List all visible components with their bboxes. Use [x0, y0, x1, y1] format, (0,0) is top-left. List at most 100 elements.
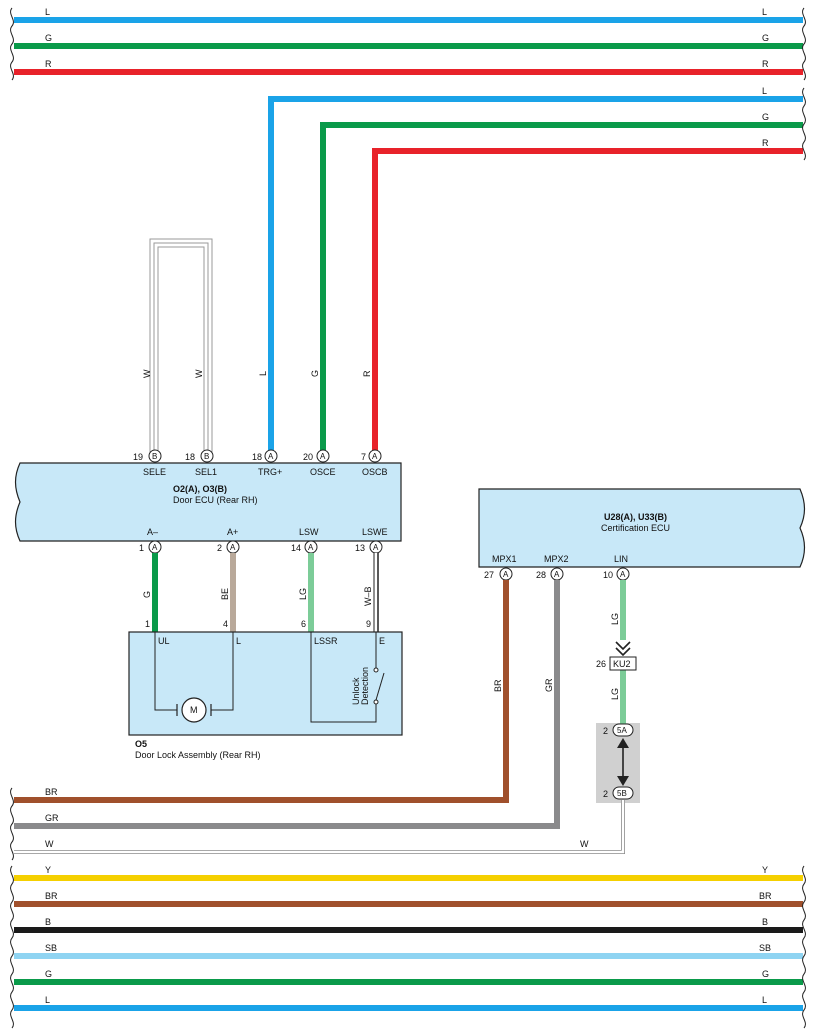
junction-bottom-label: 5B	[617, 789, 627, 798]
connector-letter: A	[554, 570, 560, 579]
mid-bus-label-br: BR	[45, 787, 58, 797]
lock-pin-number-lssr: 6	[301, 619, 306, 629]
branch-bus: L G R	[268, 86, 803, 452]
door-ecu-subtitle: Door ECU (Rear RH)	[173, 495, 258, 505]
lock-pin-number-ul: 1	[145, 619, 150, 629]
bottom-bus-label-l-left: L	[45, 995, 50, 1005]
connector-letter: A	[373, 543, 379, 552]
motor-circuit-wire	[154, 632, 177, 711]
pin-name: LSWE	[362, 527, 388, 537]
mid-bus-label-gr: GR	[45, 813, 59, 823]
door-ecu-pin-sele: 19 B SELE	[133, 449, 166, 477]
connector-circle	[264, 449, 278, 463]
door-ecu-to-lock-wires: G BE LG W–B	[142, 553, 379, 632]
bottom-bus-label-g-left: G	[45, 969, 52, 979]
connector-circle	[200, 449, 214, 463]
branch-label-l: L	[762, 86, 767, 96]
break-marks-left	[10, 7, 14, 1029]
door-ecu-pin-sel1: 18 B SEL1	[185, 449, 217, 477]
wire-label-mpx2: GR	[544, 678, 554, 692]
door-lock-name: Door Lock Assembly (Rear RH)	[135, 750, 261, 760]
lock-pin-name-lssr: LSSR	[314, 636, 338, 646]
door-ecu-body	[14, 462, 402, 542]
switch-label-line2: Detection	[360, 667, 370, 705]
branch-label-r: R	[762, 138, 769, 148]
ku2-label: KU2	[613, 659, 631, 669]
pin-name: LSW	[299, 527, 319, 537]
door-ecu-pin-oscb: 7 A OSCB	[361, 449, 388, 477]
connector-chevron-icon	[615, 641, 631, 651]
cert-ecu-subtitle: Certification ECU	[601, 523, 670, 533]
connector-letter: A	[230, 543, 236, 552]
door-lock-body	[128, 631, 403, 736]
junction-top-label: 5A	[617, 726, 627, 735]
switch-circuit-wire	[310, 632, 377, 723]
wire-mpx1-br	[14, 580, 509, 803]
door-ecu: O2(A), O3(B) Door ECU (Rear RH) 19 B SEL…	[14, 449, 402, 554]
connector-letter: B	[204, 452, 209, 461]
top-bus: L L G G R R	[14, 7, 803, 75]
bottom-bus-label-y-right: Y	[762, 865, 768, 875]
junction-bottom-connector	[612, 786, 634, 800]
bottom-bus-label-sb-right: SB	[759, 943, 771, 953]
ku2-connector	[609, 656, 637, 671]
door-lock-code: O5	[135, 739, 147, 749]
wire-label-a-minus: G	[142, 591, 152, 598]
connector-letter: A	[152, 543, 158, 552]
ku2-pin-number: 26	[596, 659, 606, 669]
pin-number: 14	[291, 543, 301, 553]
arrow-down-icon	[617, 776, 629, 786]
top-bus-label-g-right: G	[762, 33, 769, 43]
pin-number: 2	[217, 543, 222, 553]
connector-circle	[148, 449, 162, 463]
branch-label-g: G	[762, 112, 769, 122]
motor-circuit-wire-return	[211, 632, 234, 711]
bottom-bus-label-b-right: B	[762, 917, 768, 927]
connector-letter: A	[268, 452, 274, 461]
cert-ecu-body	[478, 488, 806, 568]
wire-label-lin-lower: LG	[610, 688, 620, 700]
wire-label-sele: W	[142, 369, 152, 378]
pin-number: 13	[355, 543, 365, 553]
pin-number: 28	[536, 570, 546, 580]
wire-lswe	[373, 553, 379, 632]
wire-label-sel1: W	[194, 369, 204, 378]
switch-label-line1: Unlock	[351, 677, 361, 705]
bottom-bus-label-y-left: Y	[45, 865, 51, 875]
wire-label-lsw: LG	[298, 588, 308, 600]
wire-label-oscb: R	[362, 370, 372, 377]
pin-name: LIN	[614, 554, 628, 564]
wire-label-a-plus: BE	[220, 588, 230, 600]
door-ecu-title: O2(A), O3(B)	[173, 484, 227, 494]
white-loop-wire	[149, 238, 213, 452]
bottom-bus: Y Y BR BR B B SB SB G G L L	[14, 865, 803, 1011]
pin-name: SEL1	[195, 467, 217, 477]
lock-pin-number-l: 4	[223, 619, 228, 629]
connector-letter: A	[503, 570, 509, 579]
pin-name: TRG+	[258, 467, 282, 477]
pin-number: 10	[603, 570, 613, 580]
bottom-bus-label-br-left: BR	[45, 891, 58, 901]
door-ecu-pin-lswe: LSWE 13 A	[355, 527, 388, 554]
motor-icon	[181, 697, 207, 723]
lock-pin-name-l: L	[236, 636, 241, 646]
pin-name: A+	[227, 527, 238, 537]
pin-number: 20	[303, 452, 313, 462]
cert-ecu-pin-mpx1: MPX1 27 A	[484, 554, 517, 581]
wire-mpx2-gr	[14, 580, 560, 829]
pin-name: OSCE	[310, 467, 336, 477]
pin-number: 27	[484, 570, 494, 580]
branch-wire-l	[268, 96, 803, 452]
mid-bus-label-w-right: W	[580, 839, 589, 849]
wire-w	[14, 800, 625, 854]
door-ecu-pin-lsw: LSW 14 A	[291, 527, 319, 554]
switch-icon	[375, 672, 385, 701]
top-bus-label-l-left: L	[45, 7, 50, 17]
pin-number: 18	[252, 452, 262, 462]
door-ecu-pin-osce: 20 A OSCE	[303, 449, 336, 477]
arrow-up-icon	[617, 738, 629, 748]
pin-number: 19	[133, 452, 143, 462]
pin-number: 18	[185, 452, 195, 462]
bottom-bus-label-sb-left: SB	[45, 943, 57, 953]
